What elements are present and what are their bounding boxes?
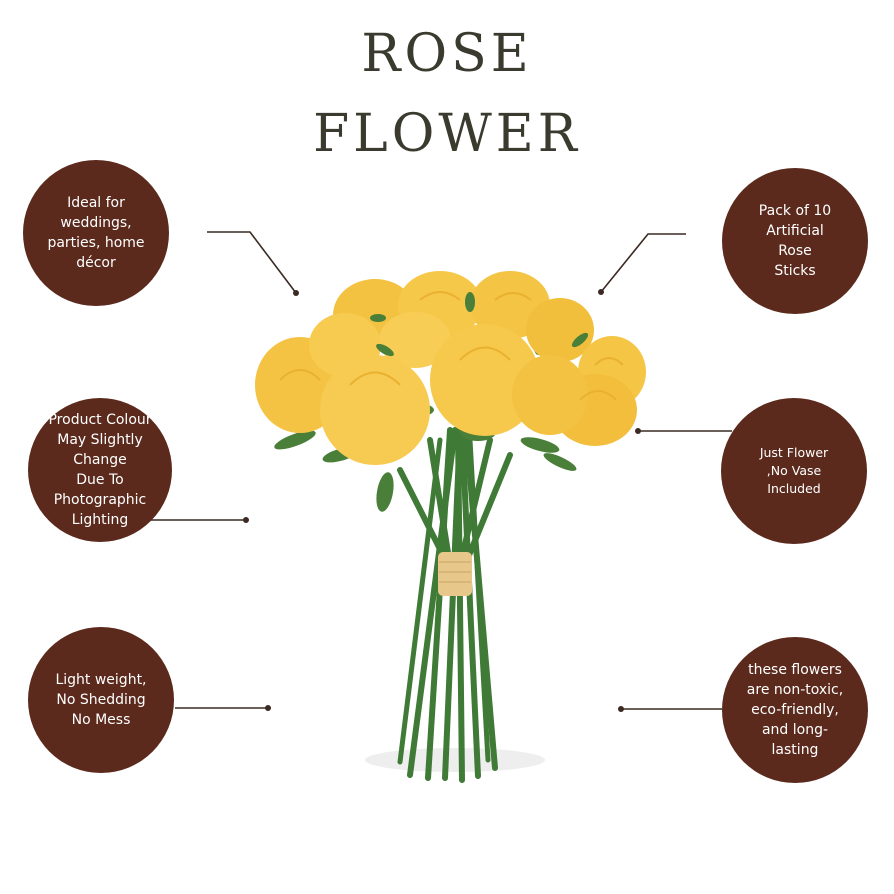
- stems: [397, 427, 513, 783]
- feature-badge-light-weight: Light weight, No Shedding No Mess: [28, 627, 174, 773]
- connector-lines: [150, 231, 732, 710]
- feature-badge-non-toxic: these flowers are non-toxic, eco-friendl…: [722, 637, 868, 783]
- feature-badge-product-colour: Product Colour May Slightly Change Due T…: [28, 398, 172, 542]
- roses: [255, 271, 646, 465]
- binding-band: [438, 552, 472, 596]
- feature-badge-ideal-for: Ideal for weddings, parties, home décor: [23, 160, 169, 306]
- feature-text-product-colour: Product Colour May Slightly Change Due T…: [48, 412, 152, 528]
- connector-left-top: [207, 231, 297, 294]
- feature-badge-pack-of-10: Pack of 10 Artificial Rose Sticks: [722, 168, 868, 314]
- connector-right-top: [600, 233, 686, 293]
- feature-badge-just-flower: Just Flower ,No Vase Included: [721, 398, 867, 544]
- feature-text-just-flower: Just Flower ,No Vase Included: [759, 445, 829, 496]
- feature-text-ideal-for: Ideal for weddings, parties, home décor: [47, 195, 145, 271]
- title-rose: ROSE: [361, 24, 533, 84]
- feature-text-pack-of-10: Pack of 10 Artificial Rose Sticks: [758, 203, 832, 279]
- connector-dots: [243, 289, 641, 712]
- feature-text-non-toxic: these flowers are non-toxic, eco-friendl…: [746, 662, 844, 758]
- feature-text-light-weight: Light weight, No Shedding No Mess: [55, 672, 147, 728]
- title-flower: FLOWER: [313, 104, 581, 164]
